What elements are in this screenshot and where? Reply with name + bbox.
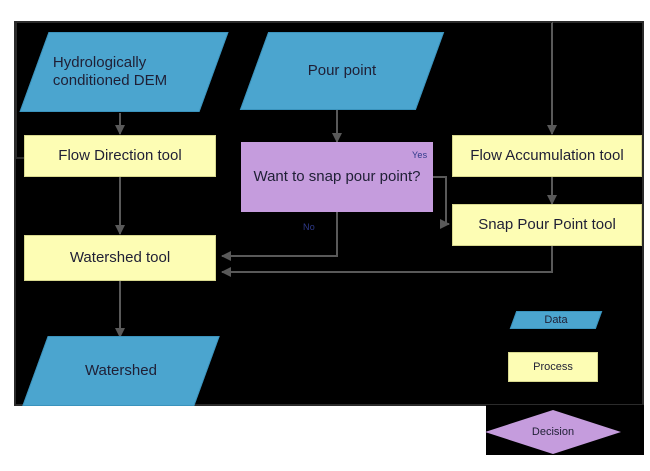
node-label-flow-accumulation-tool: Flow Accumulation tool [470,146,624,164]
node-label-pour-point: Pour point [307,61,377,79]
node-label-snap-pour-point-tool: Snap Pour Point tool [478,215,616,233]
node-label-hydrologically-conditioned-dem: Hydrologically conditioned DEM [53,53,168,89]
node-pour-point[interactable]: Pour point [239,32,445,110]
node-label-watershed-tool: Watershed tool [69,248,171,266]
edge-label-yes: Yes [412,150,428,160]
legend-label-decision: Decision [531,426,575,438]
legend-label-data: Data [544,314,568,326]
node-flow-direction-tool[interactable]: Flow Direction tool [24,135,216,177]
node-hydrologically-conditioned-dem[interactable]: Hydrologically conditioned DEM [19,32,229,112]
node-label-watershed: Watershed [85,361,157,379]
node-snap-pour-point-tool[interactable]: Snap Pour Point tool [452,204,642,246]
legend-label-process: Process [533,361,573,373]
edge-label-no: No [303,222,315,232]
node-want-to-snap-decision[interactable]: Want to snap pour point? [241,142,433,212]
legend-item-decision: Decision [485,410,621,454]
node-watershed[interactable]: Watershed [22,336,220,406]
legend-item-data: Data [509,311,603,329]
legend-item-process: Process [508,352,598,382]
node-label-want-to-snap-decision: Want to snap pour point? [253,167,421,185]
node-watershed-tool[interactable]: Watershed tool [24,235,216,281]
node-flow-accumulation-tool[interactable]: Flow Accumulation tool [452,135,642,177]
node-label-flow-direction-tool: Flow Direction tool [58,146,182,164]
